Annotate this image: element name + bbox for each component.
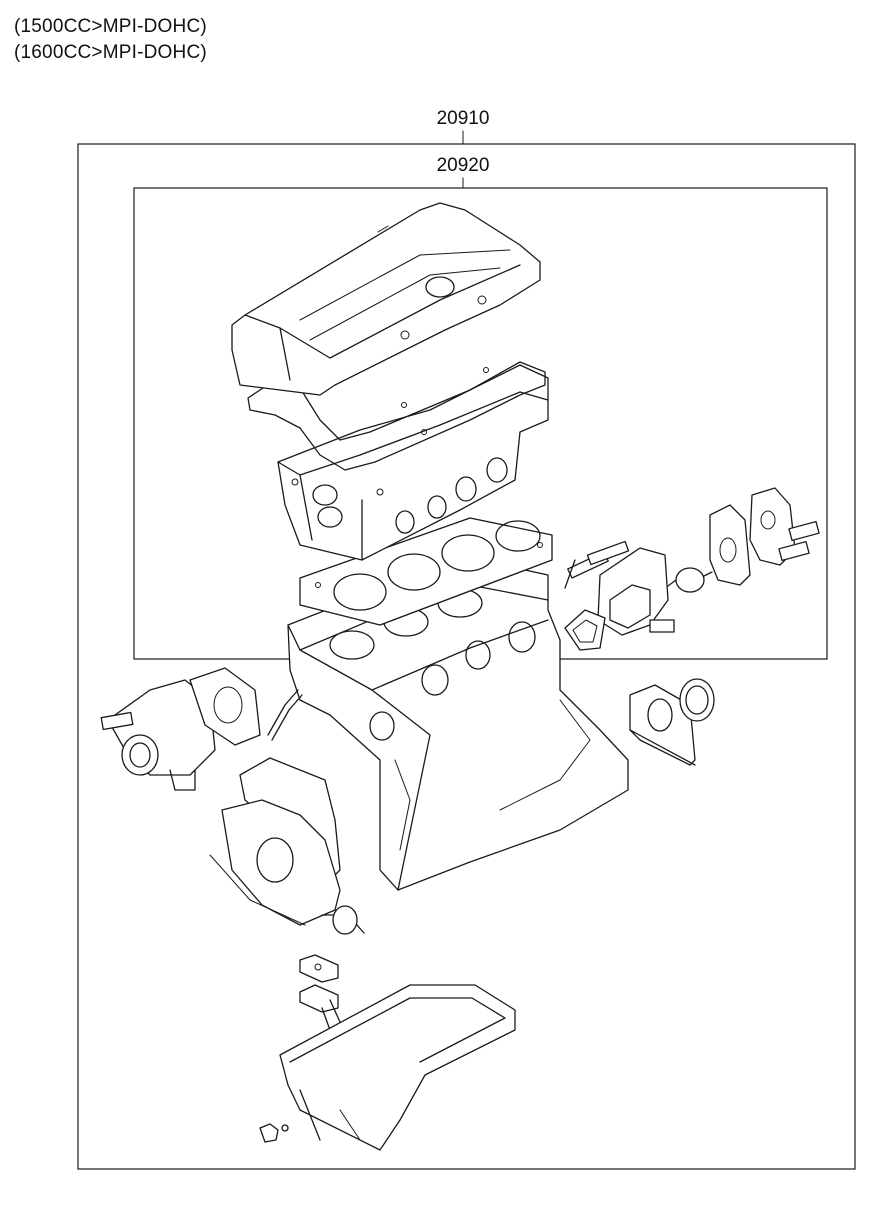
oil-pan[interactable] — [279, 984, 516, 1151]
engine-block[interactable] — [287, 557, 629, 891]
engine-spec-1600cc: (1600CC>MPI-DOHC) — [14, 42, 207, 63]
oil-screen-gasket[interactable] — [299, 954, 339, 983]
thermostat[interactable] — [667, 567, 713, 593]
oil-pump-drive[interactable] — [321, 905, 365, 935]
thermostat-housing[interactable] — [564, 540, 675, 636]
engine-spec-1500cc: (1500CC>MPI-DOHC) — [14, 16, 207, 37]
oil-drain-plug[interactable] — [259, 1123, 289, 1143]
cylinder-head-gasket[interactable] — [299, 517, 553, 626]
thermostat-gasket[interactable] — [564, 609, 606, 651]
rear-crankshaft-oil-seal[interactable] — [679, 678, 715, 722]
rocker-cover[interactable] — [231, 202, 541, 396]
water-pump-gasket[interactable] — [189, 667, 261, 746]
part-number-engine-gasket-kit[interactable]: 20910 — [436, 108, 490, 129]
water-outlet-gasket[interactable] — [709, 504, 751, 586]
rear-oil-seal-case[interactable] — [629, 684, 696, 766]
outer-kit-frame — [77, 143, 856, 1170]
water-outlet-fitting[interactable] — [749, 487, 820, 566]
part-number-cylinder-head-gasket-kit[interactable]: 20920 — [436, 155, 490, 176]
timing-belt-cover[interactable] — [209, 799, 341, 926]
rocker-cover-gasket[interactable] — [247, 361, 546, 471]
dipstick-tube[interactable] — [267, 689, 303, 741]
water-pump[interactable] — [100, 679, 216, 791]
